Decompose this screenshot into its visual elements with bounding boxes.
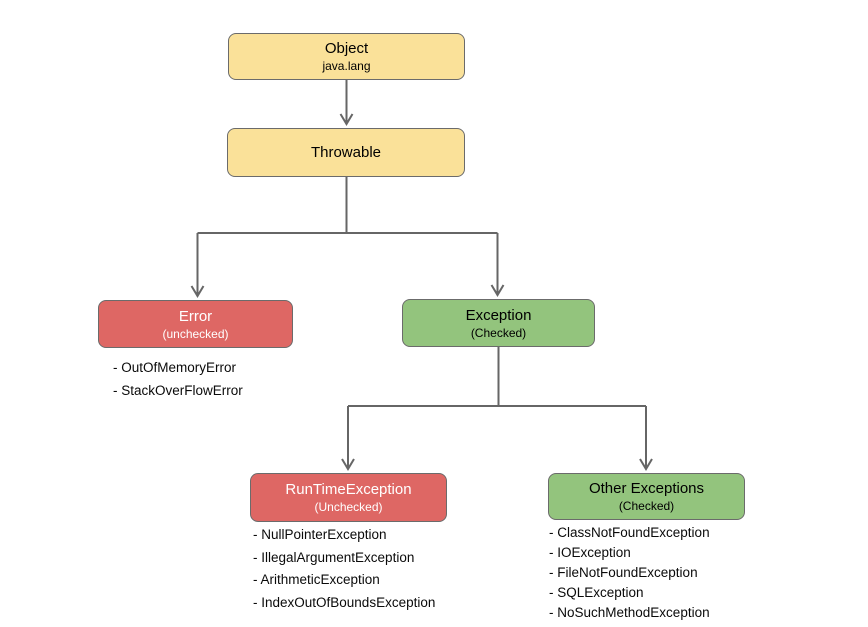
node-throwable-label: Throwable (310, 144, 382, 161)
list-item: - NullPointerException (253, 527, 387, 542)
node-other-exceptions: Other Exceptions (Checked) (548, 473, 745, 520)
list-item: - SQLException (549, 585, 644, 600)
list-item: - StackOverFlowError (113, 383, 243, 398)
node-runtime-exception-sublabel: (Unchecked) (314, 500, 383, 514)
node-exception: Exception (Checked) (402, 299, 595, 347)
node-object-sublabel: java.lang (322, 59, 371, 73)
node-exception-label: Exception (465, 306, 532, 324)
runtime-subtype-list: - NullPointerException - IllegalArgument… (253, 524, 435, 614)
node-other-exceptions-label: Other Exceptions (588, 480, 705, 497)
list-item: - NoSuchMethodException (549, 605, 710, 620)
list-item: - IndexOutOfBoundsException (253, 594, 436, 610)
node-other-exceptions-sublabel: (Checked) (618, 499, 675, 513)
node-runtime-exception: RunTimeException (Unchecked) (250, 473, 447, 522)
node-runtime-exception-label: RunTimeException (285, 481, 412, 498)
node-error-label: Error (178, 307, 213, 325)
node-object: Object java.lang (228, 33, 465, 80)
node-error-sublabel: (unchecked) (162, 326, 229, 341)
error-subtype-list: - OutOfMemoryError - StackOverFlowError (113, 356, 243, 402)
list-item: - ArithmeticException (253, 572, 380, 587)
other-subtype-list: - ClassNotFoundException - IOException -… (549, 523, 710, 623)
node-object-label: Object (324, 40, 369, 57)
list-item: - IllegalArgumentException (253, 549, 415, 565)
node-error: Error (unchecked) (98, 300, 293, 348)
node-throwable: Throwable (227, 128, 465, 177)
list-item: - OutOfMemoryError (113, 360, 237, 375)
list-item: - ClassNotFoundException (549, 525, 710, 540)
list-item: - FileNotFoundException (549, 565, 698, 580)
node-exception-sublabel: (Checked) (470, 325, 527, 340)
list-item: - IOException (549, 545, 631, 560)
